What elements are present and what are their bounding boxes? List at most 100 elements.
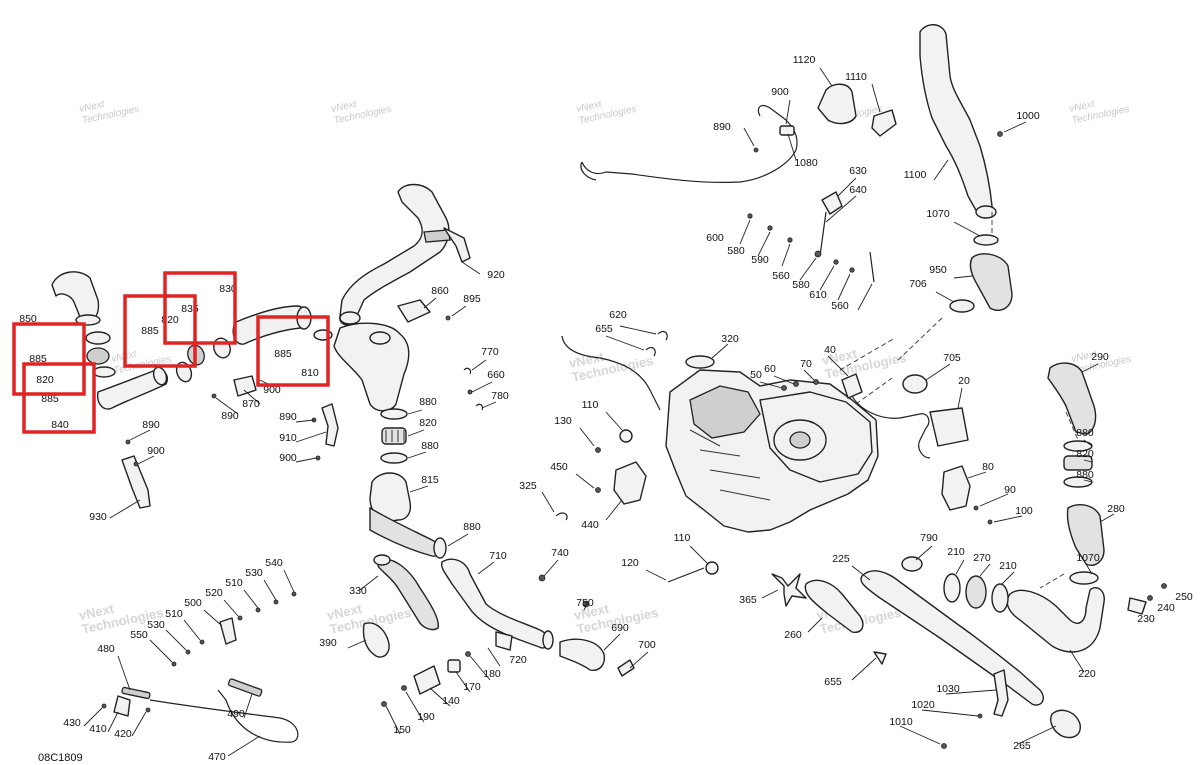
intake-hose-330	[377, 558, 439, 631]
part-label-170: 170	[463, 681, 481, 693]
svg-text:vNext: vNext	[575, 99, 603, 115]
clamp-320	[685, 355, 715, 369]
part-label-895: 895	[463, 293, 481, 305]
part-label-550: 550	[130, 629, 148, 641]
part-label-420: 420	[114, 728, 132, 740]
intake-tube-280	[1066, 504, 1105, 566]
highlight-box	[256, 315, 330, 387]
bracket-500	[219, 617, 237, 645]
part-label-880: 880	[463, 521, 481, 533]
boot-950	[969, 253, 1013, 312]
housing-port	[369, 331, 391, 345]
clamp-1070	[1069, 571, 1099, 585]
clamp-706	[949, 299, 975, 313]
svg-text:vNext: vNext	[1068, 99, 1096, 115]
watermark: vNext Technologies	[821, 346, 908, 382]
bracket-140	[413, 665, 441, 695]
part-label-690: 690	[611, 622, 629, 634]
bushing-520	[237, 615, 243, 621]
part-label-470: 470	[208, 751, 226, 763]
cable-end-480	[121, 686, 151, 700]
bolt-890	[125, 439, 131, 445]
breather-hose	[561, 335, 661, 411]
bracket-930	[121, 455, 151, 509]
module-80	[941, 465, 971, 511]
part-label-706: 706	[909, 278, 927, 290]
part-label-885: 885	[141, 325, 159, 337]
upper-right-duct-group	[919, 24, 1013, 313]
part-label-860: 860	[431, 285, 449, 297]
part-label-1110: 1110	[845, 71, 867, 83]
part-label-365: 365	[739, 594, 757, 606]
intake-duct-920	[339, 183, 450, 326]
assembly-lines	[839, 212, 1079, 589]
clamp-885	[92, 366, 116, 378]
duct-outlet	[975, 205, 997, 219]
clamp-900	[779, 125, 795, 136]
part-label-250: 250	[1175, 591, 1193, 603]
washer-510	[255, 607, 261, 613]
part-label-50: 50	[750, 369, 762, 381]
part-label-1030: 1030	[936, 683, 960, 695]
bracket-860	[397, 299, 431, 323]
part-label-70: 70	[800, 358, 812, 370]
right-lower-group	[804, 362, 1167, 749]
intake-tube-830	[232, 305, 309, 345]
shift-cable-470	[149, 689, 299, 743]
part-label-590: 590	[751, 254, 769, 266]
nut-420	[145, 707, 151, 713]
part-label-780: 780	[491, 390, 509, 402]
leader-lines	[83, 67, 1115, 757]
part-label-layer: 8508858208858408858208358308858109008708…	[19, 54, 1193, 763]
grommet-110	[619, 429, 633, 443]
bolt-130	[595, 447, 601, 453]
part-label-890: 890	[221, 410, 239, 422]
bolt-1010	[941, 743, 947, 749]
part-label-20: 20	[958, 375, 970, 387]
engine-assembly	[555, 330, 993, 607]
cable-end-490	[227, 678, 263, 697]
bracket-870	[233, 375, 257, 397]
pin-610	[849, 267, 855, 273]
part-label-280: 280	[1107, 503, 1125, 515]
rod-640	[819, 211, 827, 257]
lever-630	[821, 191, 843, 215]
screw-250	[1161, 583, 1167, 589]
part-label-1070: 1070	[1076, 552, 1100, 564]
part-label-950: 950	[929, 264, 947, 276]
bolt-60	[793, 381, 799, 387]
part-label-750: 750	[576, 597, 594, 609]
washer-530	[185, 649, 191, 655]
watermark: vNext Technologies	[78, 99, 140, 127]
part-label-720: 720	[509, 654, 527, 666]
part-label-880: 880	[421, 440, 439, 452]
grommet-110	[705, 561, 719, 575]
part-label-820: 820	[36, 374, 54, 386]
rod-560	[869, 251, 875, 283]
spacer-590	[787, 237, 793, 243]
part-label-580: 580	[792, 279, 810, 291]
bracket-720	[495, 631, 513, 651]
part-label-120: 120	[621, 557, 639, 569]
part-label-890: 890	[713, 121, 731, 133]
clamp-880	[380, 452, 408, 464]
screw-150	[381, 701, 387, 707]
clamp-880	[380, 408, 408, 420]
clamp-885	[85, 331, 111, 345]
screw-180	[465, 651, 471, 657]
air-box-810	[333, 322, 410, 412]
screw-890	[753, 147, 759, 153]
bracket-40	[841, 373, 863, 399]
part-label-880: 880	[1076, 469, 1094, 481]
part-label-265: 265	[1013, 740, 1031, 752]
bracket-1120	[817, 83, 857, 125]
clip-700	[617, 659, 635, 677]
part-label-910: 910	[279, 432, 297, 444]
part-label-225: 225	[832, 553, 850, 565]
part-label-1120: 1120	[793, 54, 816, 66]
part-label-1020: 1020	[911, 699, 935, 711]
part-label-100: 100	[1015, 505, 1033, 517]
duct-220	[1006, 586, 1105, 653]
part-label-1000: 1000	[1016, 110, 1040, 122]
